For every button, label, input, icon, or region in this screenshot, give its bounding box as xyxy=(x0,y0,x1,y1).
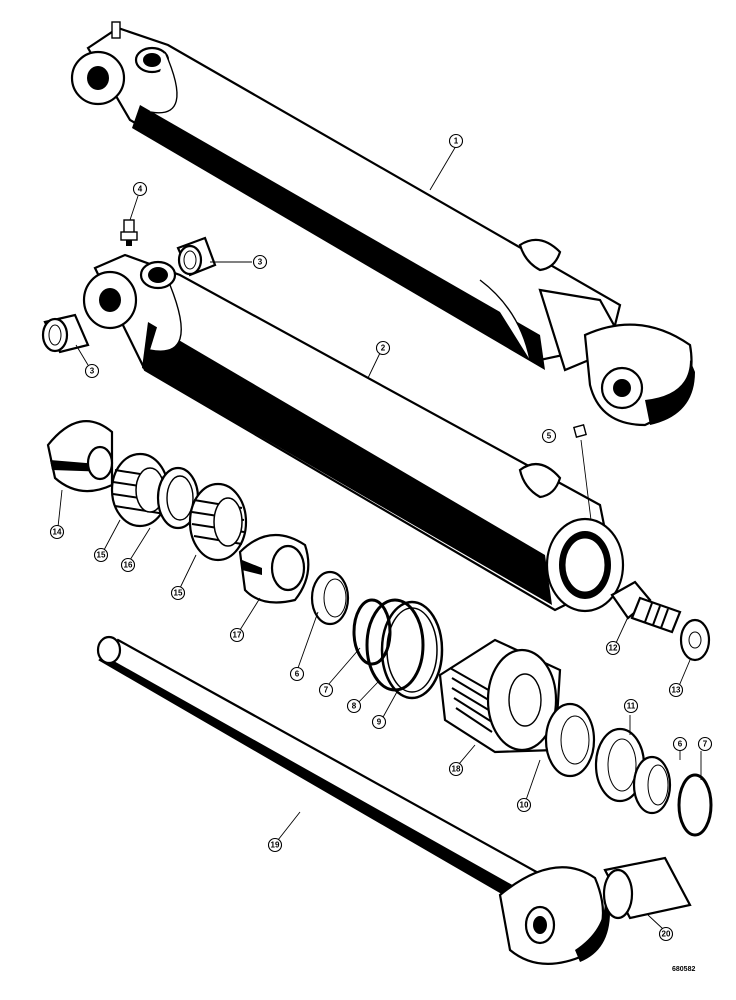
callout-3-upper: 3 xyxy=(252,254,268,270)
callout-7-left: 7 xyxy=(318,682,334,698)
callout-3-lower: 3 xyxy=(84,363,100,379)
cylinder-assembly-upper xyxy=(70,21,695,427)
svg-text:17: 17 xyxy=(233,631,242,640)
svg-text:9: 9 xyxy=(377,718,382,727)
callout-1: 1 xyxy=(448,133,464,149)
callout-4: 4 xyxy=(132,181,148,197)
wear-ring xyxy=(156,466,200,530)
callout-18: 18 xyxy=(448,761,464,777)
callout-10: 10 xyxy=(516,797,532,813)
seal-ring-8 xyxy=(365,598,425,692)
callout-20: 20 xyxy=(658,926,674,942)
piston xyxy=(238,533,310,604)
grease-fitting xyxy=(120,219,138,246)
callout-17: 17 xyxy=(229,627,245,643)
piston-seal-right xyxy=(188,482,248,562)
seal-ring-9 xyxy=(380,600,444,700)
backup-washer xyxy=(594,727,646,803)
svg-text:6: 6 xyxy=(678,740,683,749)
wiper-seal xyxy=(544,702,596,778)
backup-ring-left xyxy=(310,570,350,626)
callout-6-left: 6 xyxy=(289,666,305,682)
bushing-upper xyxy=(176,236,217,277)
svg-text:3: 3 xyxy=(90,367,95,376)
rod-end-bushing xyxy=(602,856,692,920)
svg-text:2: 2 xyxy=(381,344,386,353)
svg-text:5: 5 xyxy=(547,432,552,441)
setscrew xyxy=(573,424,587,438)
o-ring-right xyxy=(677,773,713,837)
svg-text:14: 14 xyxy=(53,528,62,537)
callout-5: 5 xyxy=(541,428,557,444)
piston-seal-left xyxy=(110,452,170,528)
callout-8-left: 8 xyxy=(346,698,362,714)
callout-16: 16 xyxy=(120,557,136,573)
piston-rod xyxy=(96,635,610,965)
callout-2: 2 xyxy=(375,340,391,356)
callout-9: 9 xyxy=(371,714,387,730)
callout-15-left: 15 xyxy=(93,547,109,563)
drawing-number: 680582 xyxy=(672,966,696,973)
callout-19: 19 xyxy=(267,837,283,853)
cylinder-head-gland xyxy=(438,638,562,754)
svg-text:15: 15 xyxy=(174,589,183,598)
callout-12: 12 xyxy=(605,640,621,656)
svg-text:13: 13 xyxy=(672,686,681,695)
callout-14: 14 xyxy=(49,524,65,540)
svg-text:8: 8 xyxy=(352,702,357,711)
svg-text:20: 20 xyxy=(662,930,671,939)
callout-13: 13 xyxy=(668,682,684,698)
svg-text:15: 15 xyxy=(97,551,106,560)
svg-text:16: 16 xyxy=(124,561,133,570)
svg-text:3: 3 xyxy=(258,258,263,267)
callout-11: 11 xyxy=(623,698,639,714)
callout-7-right: 7 xyxy=(697,736,713,752)
bolt xyxy=(610,580,682,634)
callout-15-right: 15 xyxy=(170,585,186,601)
backup-ring-right xyxy=(632,755,672,815)
svg-text:19: 19 xyxy=(271,841,280,850)
svg-text:6: 6 xyxy=(295,670,300,679)
bushing-lower xyxy=(41,313,90,354)
svg-text:7: 7 xyxy=(324,686,329,695)
svg-text:1: 1 xyxy=(454,137,459,146)
svg-text:18: 18 xyxy=(452,765,461,774)
piston-cap xyxy=(46,420,114,493)
svg-text:7: 7 xyxy=(703,740,708,749)
washer xyxy=(679,618,711,662)
svg-text:11: 11 xyxy=(627,702,636,711)
cylinder-barrel-lower xyxy=(82,253,625,613)
callout-6-right: 6 xyxy=(672,736,688,752)
leader-lines xyxy=(57,145,702,930)
svg-text:12: 12 xyxy=(609,644,618,653)
svg-text:4: 4 xyxy=(138,185,143,194)
svg-text:10: 10 xyxy=(520,801,529,810)
